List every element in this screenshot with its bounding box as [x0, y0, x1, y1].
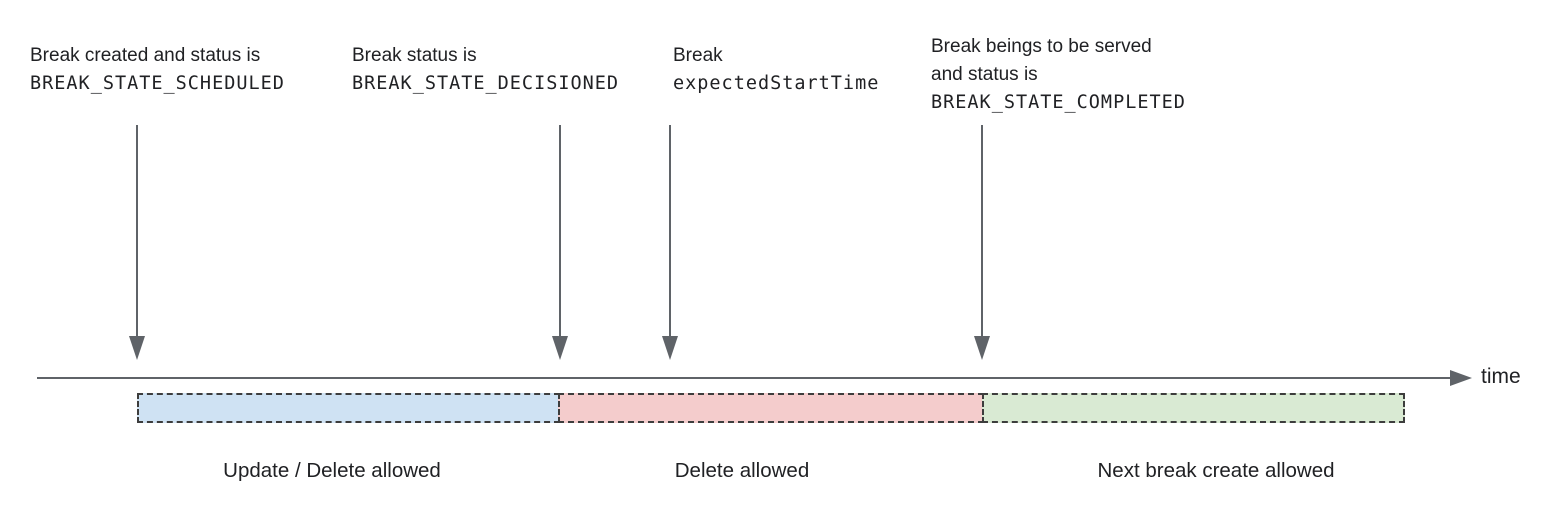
down-arrow-3 [662, 125, 678, 360]
annotation-expected-start-time: Break expectedStartTime [673, 42, 879, 98]
annotation-code: BREAK_STATE_SCHEDULED [30, 73, 285, 94]
annotation-text: Break beings to be served [931, 36, 1152, 57]
annotation-text: Break [673, 45, 723, 66]
segment-caption-delete: Delete allowed [674, 459, 810, 482]
segment-update-delete-allowed [137, 393, 560, 423]
annotation-code: expectedStartTime [673, 73, 880, 94]
annotation-code: BREAK_STATE_COMPLETED [931, 92, 1186, 113]
annotation-text: Break created and status is [30, 45, 261, 66]
annotation-break-scheduled: Break created and status is BREAK_STATE_… [30, 42, 285, 98]
segment-caption-update-delete: Update / Delete allowed [223, 459, 441, 482]
down-arrow-4 [974, 125, 990, 360]
down-arrow-2 [552, 125, 568, 360]
annotation-text: and status is [931, 64, 1038, 85]
down-arrow-1 [129, 125, 145, 360]
segment-delete-allowed [558, 393, 984, 423]
annotation-text: Break status is [352, 45, 477, 66]
annotation-break-completed: Break beings to be served and status is … [931, 33, 1186, 117]
time-axis-arrow [37, 370, 1472, 386]
annotation-break-decisioned: Break status is BREAK_STATE_DECISIONED [352, 42, 619, 98]
segment-next-break-create-allowed [982, 393, 1405, 423]
annotation-code: BREAK_STATE_DECISIONED [352, 73, 620, 94]
time-axis-label: time [1481, 365, 1521, 388]
segment-caption-next-break: Next break create allowed [1097, 459, 1335, 482]
